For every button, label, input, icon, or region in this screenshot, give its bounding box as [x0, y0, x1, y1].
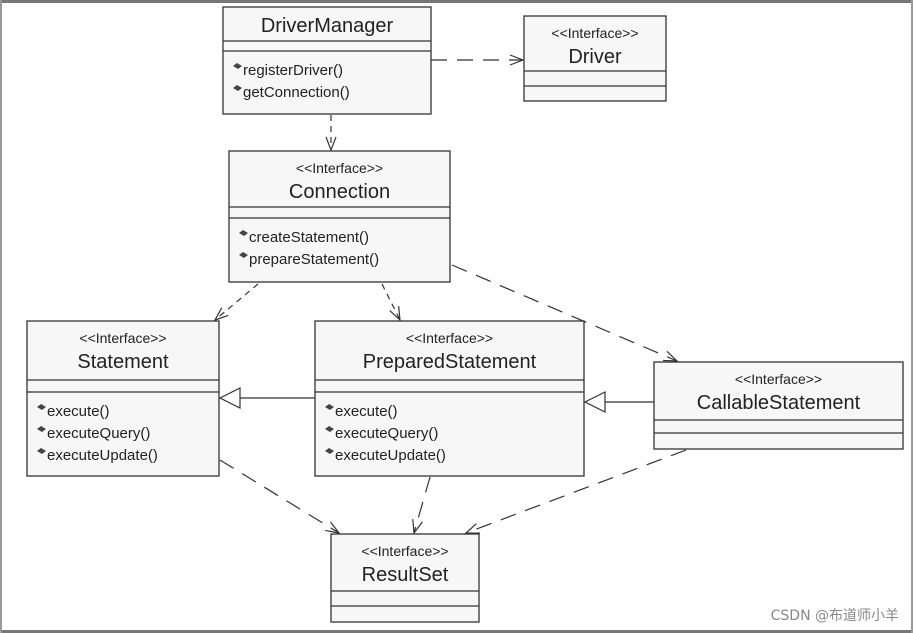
- method-item: executeQuery(): [335, 425, 438, 442]
- dependency-connection-callable: [451, 264, 679, 362]
- dependency-statement-resultset: [219, 459, 341, 534]
- method-item: execute(): [47, 403, 110, 420]
- method-item: registerDriver(): [243, 62, 343, 79]
- method-visibility-icon: [239, 230, 248, 236]
- class-name: Statement: [77, 351, 169, 373]
- method-visibility-icon: [325, 404, 334, 410]
- method-item: executeUpdate(): [335, 447, 446, 464]
- class-name: CallableStatement: [697, 392, 861, 414]
- class-prepared-statement[interactable]: <<Interface>> PreparedStatement execute() e…: [314, 320, 585, 477]
- class-callable-statement[interactable]: <<Interface>> CallableStatement: [653, 361, 904, 450]
- dependency-callable-resultset: [464, 449, 687, 534]
- generalization-arrowhead: [583, 391, 606, 413]
- method-visibility-icon: [239, 252, 248, 258]
- stereotype-label: <<Interface>>: [79, 330, 166, 346]
- class-box: [26, 320, 220, 477]
- frame-border: [0, 630, 913, 633]
- dependency-prepared-resultset: [412, 476, 431, 535]
- frame-border: [0, 0, 2, 633]
- watermark: CSDN @布道师小羊: [770, 608, 899, 624]
- method-visibility-icon: [325, 448, 334, 454]
- class-name: ResultSet: [362, 564, 449, 586]
- class-box: [523, 15, 667, 102]
- method-item: prepareStatement(): [249, 251, 379, 268]
- class-driver-manager[interactable]: DriverManager registerDriver() getConnecti…: [222, 6, 432, 115]
- class-box: [330, 533, 480, 623]
- class-driver[interactable]: <<Interface>> Driver: [523, 15, 667, 102]
- class-name: PreparedStatement: [363, 351, 537, 373]
- method-visibility-icon: [233, 63, 242, 69]
- generalization-arrowhead: [218, 387, 241, 409]
- dependency-connection-prepared: [381, 283, 401, 322]
- stereotype-label: <<Interface>>: [551, 25, 638, 41]
- frame-border: [911, 0, 913, 633]
- class-name: Driver: [568, 46, 622, 68]
- method-visibility-icon: [233, 85, 242, 91]
- stereotype-label: <<Interface>>: [296, 160, 383, 176]
- method-item: executeUpdate(): [47, 447, 158, 464]
- method-item: executeQuery(): [47, 425, 150, 442]
- method-visibility-icon: [37, 404, 46, 410]
- method-item: getConnection(): [243, 84, 350, 101]
- method-item: createStatement(): [249, 229, 369, 246]
- class-connection[interactable]: <<Interface>> Connection createStatement()…: [228, 150, 451, 283]
- stereotype-label: <<Interface>>: [735, 371, 822, 387]
- class-box: [228, 150, 451, 283]
- class-box: [222, 6, 432, 115]
- method-visibility-icon: [37, 448, 46, 454]
- method-item: execute(): [335, 403, 398, 420]
- stereotype-label: <<Interface>>: [361, 543, 448, 559]
- method-visibility-icon: [37, 426, 46, 432]
- class-box: [653, 361, 904, 450]
- method-visibility-icon: [325, 426, 334, 432]
- class-result-set[interactable]: <<Interface>> ResultSet: [330, 533, 480, 623]
- dependency-connection-statement: [213, 283, 259, 322]
- class-statement[interactable]: <<Interface>> Statement execute() executeQu…: [26, 320, 220, 477]
- class-box: [314, 320, 585, 477]
- stereotype-label: <<Interface>>: [406, 330, 493, 346]
- class-name: DriverManager: [261, 15, 394, 37]
- class-name: Connection: [289, 181, 390, 203]
- frame-border: [0, 0, 913, 3]
